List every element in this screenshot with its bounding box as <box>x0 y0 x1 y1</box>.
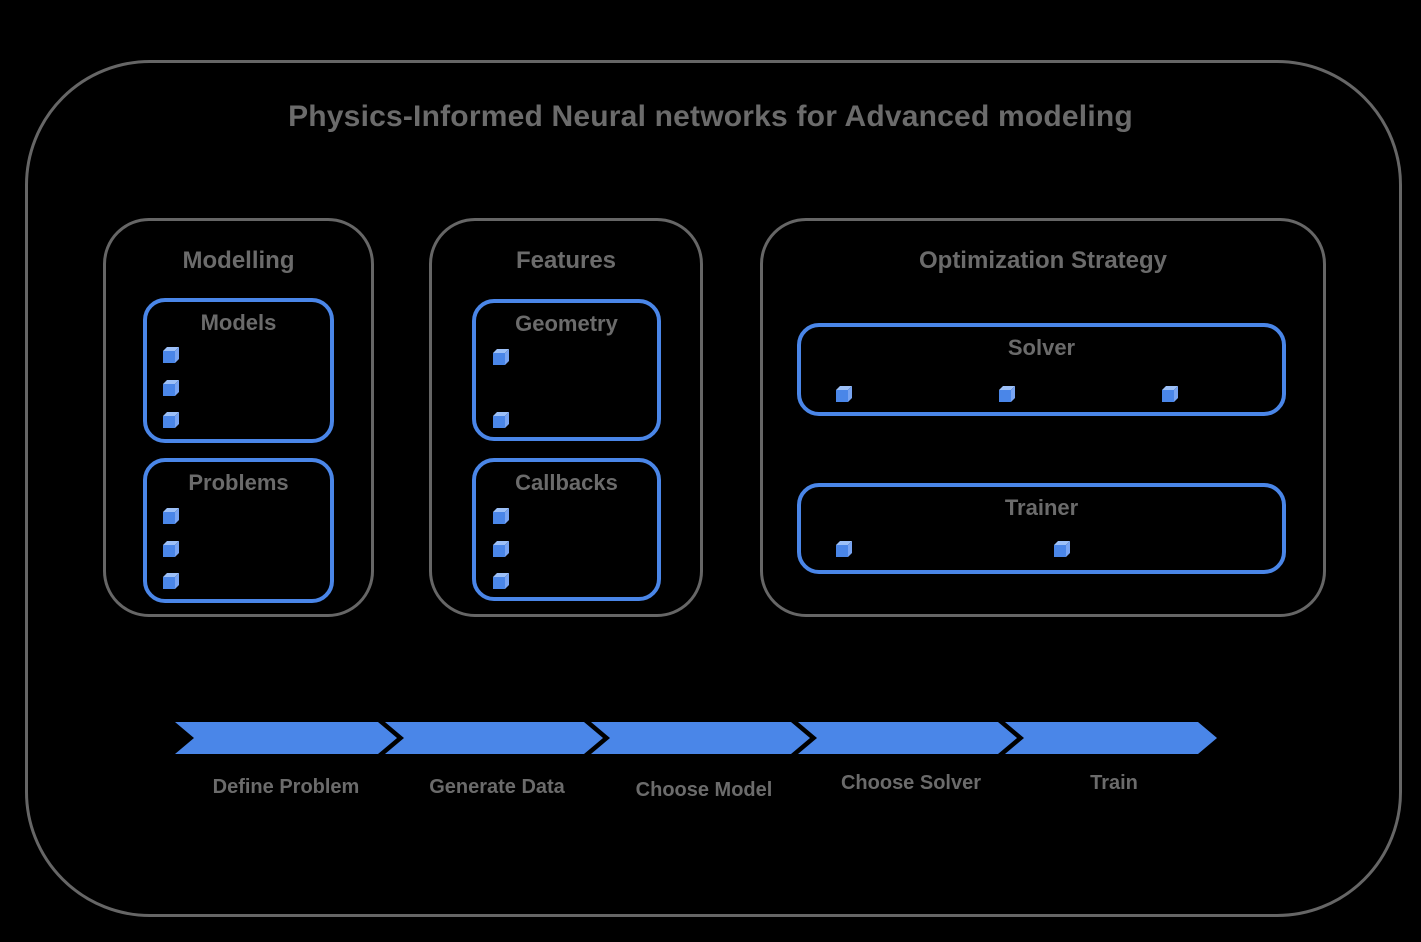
pipeline-chevron-4 <box>798 722 1017 754</box>
pipeline-step-label-5: Train <box>1090 772 1138 794</box>
cube-icon <box>493 540 509 557</box>
group-optimization-strategy-title: Optimization Strategy <box>918 247 1168 274</box>
diagram-title: Physics-Informed Neural networks for Adv… <box>288 100 1133 133</box>
pipeline-chevron-5 <box>1005 722 1217 754</box>
group-features: Features <box>429 218 703 617</box>
cube-icon <box>163 508 179 524</box>
cube-icon <box>163 379 179 396</box>
pipeline-chevron-3 <box>591 722 810 754</box>
pipeline-step-label-2: Generate Data <box>429 776 565 798</box>
cube-icon <box>163 573 179 589</box>
box-geometry: Geometry <box>472 299 661 441</box>
cube-icon <box>1162 386 1178 402</box>
box-trainer: Trainer <box>797 483 1286 574</box>
box-models: Models <box>143 298 334 443</box>
box-trainer-bullets <box>835 540 1071 558</box>
cube-icon <box>163 412 179 428</box>
box-problems-title: Problems <box>188 470 289 495</box>
pipeline-chevron-2 <box>385 722 603 754</box>
box-geometry-bullets <box>492 348 510 429</box>
box-callbacks: Callbacks <box>472 458 661 601</box>
cube-icon <box>493 412 509 428</box>
box-geometry-title: Geometry <box>515 311 618 336</box>
cube-icon <box>493 508 509 524</box>
box-callbacks-title: Callbacks <box>515 470 618 495</box>
cube-icon <box>493 573 509 589</box>
pipeline-step-label-1: Define Problem <box>212 776 360 798</box>
group-modelling: Modelling <box>103 218 374 617</box>
box-problems-bullets <box>162 507 180 590</box>
pipeline-step-label-4: Choose Solver <box>840 772 982 794</box>
cube-icon <box>1054 541 1070 557</box>
box-models-bullets <box>162 346 180 429</box>
pipeline-chevron-1 <box>175 722 397 754</box>
cube-icon <box>836 541 852 557</box>
group-modelling-title: Modelling <box>182 247 295 274</box>
group-features-title: Features <box>515 247 617 274</box>
box-models-title: Models <box>200 310 277 335</box>
group-optimization-strategy: Optimization Strategy <box>760 218 1326 617</box>
cube-icon <box>836 386 852 402</box>
box-solver: Solver <box>797 323 1286 416</box>
box-trainer-title: Trainer <box>1004 495 1079 520</box>
box-solver-title: Solver <box>1007 335 1076 360</box>
cube-icon <box>163 540 179 557</box>
outer-frame <box>25 60 1402 917</box>
cube-icon <box>163 347 179 363</box>
pipeline-flow: Define Problem Generate Data Choose Mode… <box>175 722 1217 802</box>
box-callbacks-bullets <box>492 507 510 590</box>
cube-icon <box>493 349 509 365</box>
box-problems: Problems <box>143 458 334 603</box>
cube-icon <box>999 386 1015 402</box>
box-solver-bullets <box>835 385 1179 403</box>
pipeline-step-label-3: Choose Model <box>635 779 773 801</box>
